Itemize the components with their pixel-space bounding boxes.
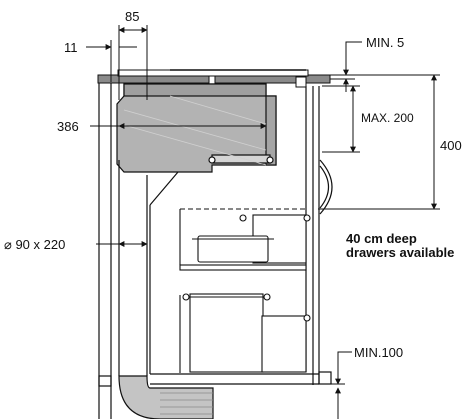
lower-pin-2 (263, 293, 271, 301)
plinth-block-left (98, 375, 112, 387)
unit-fixing-1 (208, 156, 216, 164)
lower-drawer (179, 293, 311, 373)
unit-shade-2 (123, 124, 267, 166)
drawer-pin-1 (239, 214, 247, 222)
drawers-note-line1: 40 cm deep (346, 231, 417, 246)
drawer-pin-2 (303, 214, 311, 222)
unit-shade-1 (123, 109, 267, 151)
dim-400-label: 400 (440, 138, 462, 153)
unit-top-band (123, 83, 267, 97)
side-pot (261, 315, 307, 373)
drawers-note-line2: drawers available (346, 245, 455, 260)
unit-outlet (211, 154, 271, 164)
dim-min100-label: MIN.100 (354, 345, 404, 360)
unit-fixing-2 (266, 156, 274, 164)
dim-386-label: 386 (57, 119, 79, 134)
dim-min5-leader (345, 41, 362, 60)
stock-pot (189, 293, 264, 373)
low-pot (197, 235, 269, 263)
dim-max200-label: MAX. 200 (361, 111, 414, 125)
hob-edge-block (295, 76, 307, 88)
plinth-block-right (318, 371, 332, 385)
dim-85-label: 85 (125, 9, 140, 24)
dimension-lines (86, 25, 440, 419)
drawer-handle-inner (319, 165, 330, 209)
hob-control-knob (208, 75, 216, 85)
back-panel-slope (149, 171, 179, 206)
lower-pin-1 (182, 293, 190, 301)
upper-drawer (179, 208, 311, 271)
upper-drawer-floor (179, 264, 307, 271)
dim-min100-leader (337, 351, 352, 362)
drawer-front (312, 86, 333, 385)
unit-front-panel (265, 95, 277, 166)
cabinet (98, 82, 332, 419)
duct-channel (118, 160, 214, 419)
dim-11-label: 11 (64, 40, 78, 55)
dim-duct-label: ⌀ 90 x 220 (4, 237, 66, 252)
worktop (97, 69, 331, 88)
extraction-unit (116, 83, 277, 173)
dim-min5-label: MIN. 5 (366, 35, 405, 50)
lower-pin-3 (303, 314, 311, 322)
unit-shade-3 (169, 95, 267, 125)
duct-elbow (118, 375, 214, 419)
